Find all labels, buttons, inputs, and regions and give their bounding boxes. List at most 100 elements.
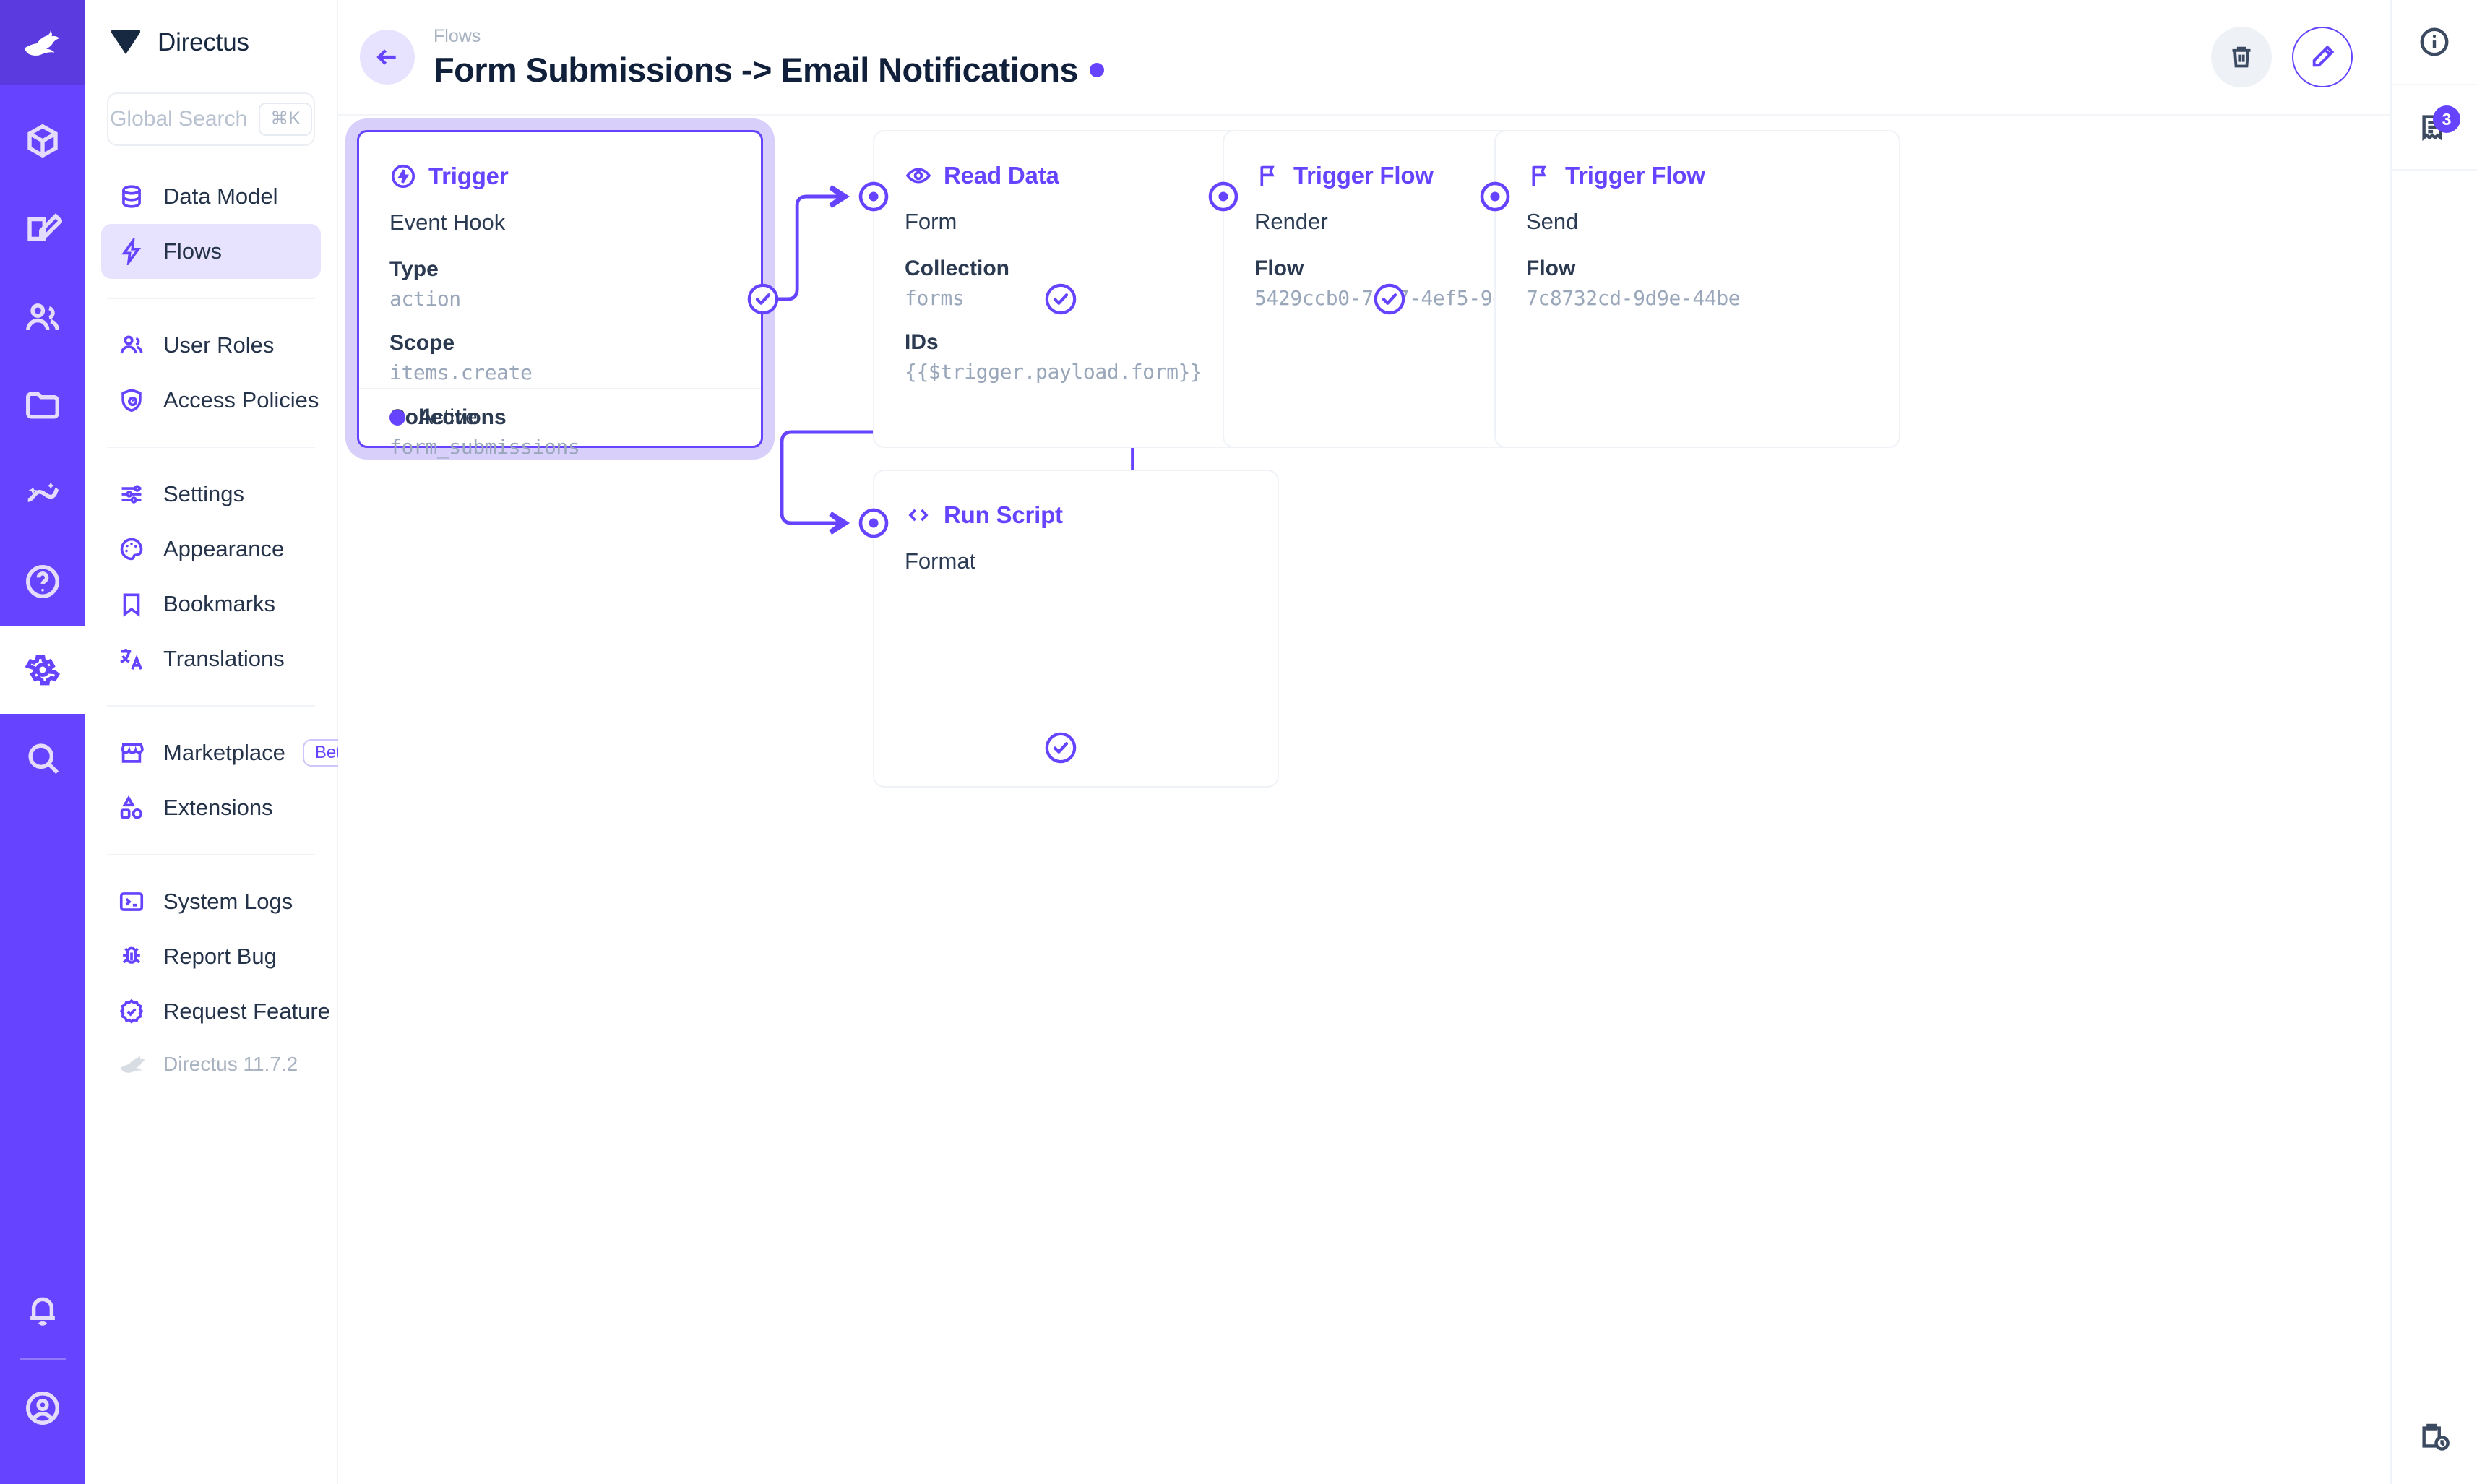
users-icon [26,303,59,331]
search-input[interactable]: Global Search ⌘K [107,92,315,146]
flow-node-run-script[interactable]: Run Script Format [873,470,1279,788]
status-badge [1089,62,1104,77]
directus-brandmark-icon [111,30,140,54]
sidebar-item-request-feature[interactable]: Request Feature [101,984,330,1039]
module-rail-bottom [0,1266,85,1484]
rail-item-notifications[interactable] [0,1266,85,1354]
sidebar-item-label: Bookmarks [163,591,276,616]
info-circle-icon [2420,27,2449,56]
node-body: Event Hook Type action Scope items.creat… [359,190,761,462]
sidebar-item-label: Appearance [163,536,285,561]
node-type-label: Trigger Flow [1565,162,1705,189]
rail-item-search[interactable] [0,714,85,802]
sidebar-item-user-roles[interactable]: User Roles [101,318,321,373]
rail-item-settings[interactable] [0,626,85,714]
bell-icon [30,1297,55,1326]
title-row: Form Submissions -> Email Notifications [434,50,1104,90]
rail-item-file-library[interactable] [0,361,85,449]
bolt-circle-icon [391,164,415,189]
sidebar-item-label: Flows [163,238,222,264]
rail-item-user-directory[interactable] [0,273,85,361]
node-body: Send Flow 7c8732cd-9d9e-44be [1496,189,1899,313]
field-key: Collections [389,405,507,429]
node-resolve-handle-trigger-flow-render[interactable] [1373,282,1406,316]
navigation-sidebar: Directus Global Search ⌘K Data Model [85,0,363,1484]
database-icon [117,182,146,211]
bug-icon [117,942,146,971]
folder-icon [26,392,59,419]
sidebar-item-system-logs[interactable]: System Logs [101,874,321,929]
rail-item-user-account[interactable] [0,1364,85,1452]
field-value: items.create [389,361,533,385]
help-circle-icon [26,565,59,598]
module-rail [0,0,85,1484]
back-button[interactable] [360,30,415,85]
node-type-label: Trigger Flow [1293,162,1434,189]
code-brackets-icon [908,509,929,522]
sidebar-item-appearance[interactable]: Appearance [101,522,321,577]
node-resolve-handle-trigger[interactable] [746,282,780,316]
shield-user-icon [117,386,146,415]
nav-group-data: Data Model Flows [85,169,337,279]
field-value: 7c8732cd-9d9e-44be [1526,285,1741,310]
sidebar-item-extensions[interactable]: Extensions [101,780,321,835]
sidebar-nav: Data Model Flows User Roles [85,146,363,1484]
sidebar-item-bookmarks[interactable]: Bookmarks [101,577,321,631]
edit-square-icon [27,213,62,241]
breadcrumb[interactable]: Flows [434,25,481,46]
users-icon [117,331,146,360]
title-block: Flows Form Submissions -> Email Notifica… [434,25,1104,90]
sidebar-divider [107,447,315,448]
delete-flow-button[interactable] [2211,27,2272,87]
account-circle-icon [26,1392,59,1425]
sidebar-item-label: Marketplace [163,740,285,765]
nav-group-extend: Marketplace Beta Extensions [85,725,363,835]
directus-logo[interactable] [0,0,85,85]
bolt-icon [117,237,146,266]
sidebar-item-report-bug[interactable]: Report Bug [101,929,321,984]
rail-divider [20,1358,66,1360]
node-resolve-handle-read-data[interactable] [1044,282,1077,316]
sidebar-item-marketplace[interactable]: Marketplace Beta [101,725,363,780]
node-resolve-handle-run-script[interactable] [1044,731,1077,764]
field-value: {{$trigger.payload.form}} [905,360,1202,384]
storefront-icon [117,738,146,767]
sidebar-item-label: System Logs [163,889,293,914]
sidebar-item-translations[interactable]: Translations [101,631,321,686]
node-name: Format [905,548,976,574]
flow-node-read-data[interactable]: Read Data Form Collection forms IDs {{$t… [873,130,1279,448]
rail-item-content[interactable] [0,97,85,185]
module-rail-items [0,85,85,802]
history-clipboard-icon [2422,1423,2450,1451]
rail-item-editor[interactable] [0,185,85,273]
node-name: Form [905,209,957,234]
flow-node-trigger-flow-send[interactable]: Trigger Flow Send Flow 7c8732cd-9d9e-44b… [1494,130,1900,448]
sidebar-item-label: Extensions [163,795,273,820]
sidebar-item-label: Translations [163,646,285,671]
sidebar-item-data-model[interactable]: Data Model [101,169,321,224]
flow-logs-button[interactable] [2392,1420,2477,1454]
node-header: Run Script [874,471,1278,529]
sidebar-item-flows[interactable]: Flows [101,224,321,279]
field-value: action [389,286,461,311]
activity-button[interactable]: 3 [2391,85,2477,171]
node-input-handle-read-data[interactable] [857,180,890,213]
sidebar-divider [107,298,315,299]
rail-item-insights[interactable] [0,449,85,538]
node-header: Trigger Flow [1224,131,1627,189]
pencil-icon [2312,45,2335,67]
edit-flow-button[interactable] [2292,27,2353,87]
field-value: form_submissions [389,434,580,459]
flow-node-trigger[interactable]: Trigger Event Hook Type action Scope ite… [357,130,763,459]
directus-rabbit-logo-icon [119,1055,146,1073]
node-input-handle-trigger-flow-render[interactable] [1207,180,1240,213]
flow-canvas[interactable]: Trigger Event Hook Type action Scope ite… [338,116,2390,1484]
sidebar-item-access-policies[interactable]: Access Policies [101,373,321,428]
node-input-handle-trigger-flow-send[interactable] [1478,180,1512,213]
sidebar-item-settings[interactable]: Settings [101,467,321,522]
node-header: Trigger Flow [1496,131,1899,189]
node-input-handle-run-script[interactable] [857,506,890,540]
info-button[interactable] [2391,0,2477,85]
rail-item-help[interactable] [0,538,85,626]
global-search-wrap: Global Search ⌘K [85,85,337,146]
